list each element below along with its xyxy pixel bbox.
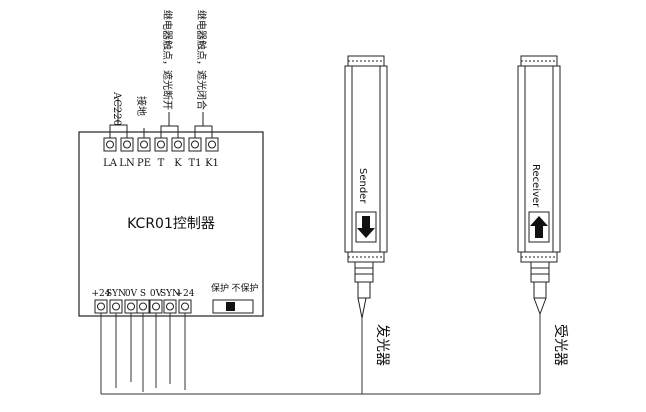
terminal-label-syn-b: SYN: [160, 289, 180, 299]
top-terminal-screw: [123, 140, 131, 149]
bottom-terminal-3: [124, 299, 138, 314]
bottom-terminal-screw: [97, 302, 105, 311]
terminal-label-t: T: [158, 158, 165, 169]
top-terminal-screw: [157, 140, 165, 149]
receiver-connector: [530, 261, 550, 283]
top-terminal-screw: [140, 140, 148, 149]
terminal-label-plus24-b: +24: [176, 289, 195, 299]
bottom-wiring: [100, 313, 541, 395]
top-terminal-1: [103, 137, 117, 152]
top-terminal-screw: [191, 140, 199, 149]
sender-label: Sender: [357, 168, 368, 204]
ac220-label: AC220: [111, 91, 122, 126]
top-terminal-labels: LA LN PE T K T1 K1: [103, 158, 219, 169]
terminal-label-0v-a: 0V: [125, 289, 138, 299]
bottom-terminal-2: [109, 299, 123, 314]
bottom-terminal-1: [94, 299, 108, 314]
bottom-terminal-screw: [112, 302, 120, 311]
bottom-terminal-screw: [127, 302, 135, 311]
bottom-terminal-screw: [152, 302, 160, 311]
bottom-terminal-6: [163, 299, 177, 314]
bottom-terminal-block: [94, 299, 192, 314]
terminal-label-s: S: [140, 289, 146, 299]
relay-open-label: 继电器触点，遮光断开: [161, 10, 174, 110]
top-terminal-4: [154, 137, 168, 152]
switch-label-protect: 保护: [211, 282, 229, 294]
relay-close-label: 继电器触点，遮光闭合: [195, 10, 208, 110]
protection-switch-knob[interactable]: [226, 302, 235, 311]
terminal-label-la: LA: [103, 158, 118, 169]
terminal-label-plus24-a: +24: [92, 289, 111, 299]
top-wiring: [109, 98, 213, 138]
controller-title: KCR01控制器: [127, 216, 215, 232]
receiver-caption: 受光器: [552, 324, 568, 366]
terminal-label-k: K: [174, 158, 182, 169]
terminal-label-t1: T1: [188, 158, 201, 169]
terminal-label-k1: K1: [205, 158, 219, 169]
terminal-label-ln: LN: [119, 158, 135, 169]
bottom-terminal-screw: [166, 302, 174, 311]
bottom-terminal-7: [178, 299, 192, 314]
top-terminal-screw: [106, 140, 114, 149]
top-terminal-6: [188, 137, 202, 152]
sender-arrow-down-icon: [357, 216, 375, 238]
bottom-terminal-labels: +24 SYN 0V S 0V SYN +24: [92, 289, 195, 299]
top-terminal-screw: [174, 140, 182, 149]
bottom-terminal-4: [136, 299, 150, 314]
top-terminal-7: [205, 137, 219, 152]
receiver-arrow-up-icon: [530, 216, 548, 238]
top-terminal-block: [103, 137, 219, 152]
switch-label-no-protect: 不保护: [231, 282, 258, 294]
bottom-terminal-screw: [139, 302, 147, 311]
sender-connector: [354, 261, 374, 283]
terminal-label-0v-b: 0V: [150, 289, 163, 299]
bottom-terminal-screw: [181, 302, 189, 311]
controller-box: [78, 131, 264, 317]
top-terminal-screw: [208, 140, 216, 149]
terminal-label-pe: PE: [137, 158, 151, 169]
ground-label: 接地: [135, 96, 148, 116]
top-terminal-5: [171, 137, 185, 152]
bottom-terminal-5: [149, 299, 163, 314]
terminal-label-syn-a: SYN: [106, 289, 126, 299]
sender-caption: 发光器: [374, 324, 390, 366]
top-terminal-3: [137, 137, 151, 152]
receiver-label: Receiver: [530, 164, 541, 208]
top-terminal-2: [120, 137, 134, 152]
